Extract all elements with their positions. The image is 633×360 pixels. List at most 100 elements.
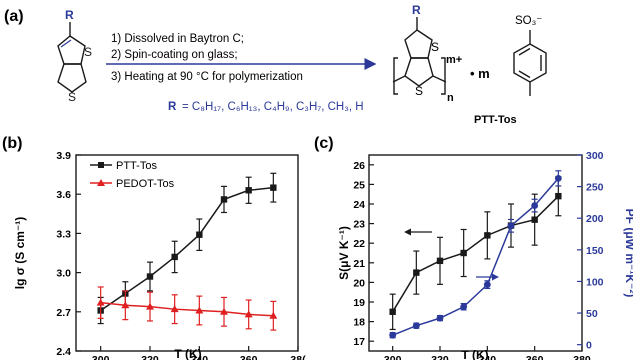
tosylate-double-bond-1 [518, 47, 531, 56]
chart-c-seebeck-point [389, 308, 396, 315]
chart-c-x-tick-label: 320 [431, 354, 449, 360]
chart-c-y-label-left: S(μV K⁻¹) [337, 226, 351, 280]
chart-c-frame [368, 154, 583, 352]
chart-b-ptt-point [196, 231, 203, 238]
polymer-right-bond [432, 75, 447, 83]
chart-b-x-tick-label: 38( [290, 354, 306, 360]
chart-c-power-factor-point [554, 174, 562, 182]
chart-b-pedot-line [100, 301, 274, 317]
chart-c-y-tick-label-right: 150 [586, 245, 604, 257]
polymer-r-label: R [412, 3, 421, 17]
monomer-r-label: R [65, 8, 74, 22]
polymer-s-atom-1: S [431, 40, 439, 54]
polymer-left-bond [392, 75, 406, 83]
step-2-text: 2) Spin-coating on glass; [111, 49, 238, 61]
chart-b-y-tick-label: 3.9 [56, 150, 71, 162]
chart-c-power-factor-point [389, 331, 397, 339]
chart-c-power-factor-point [507, 222, 515, 230]
chart-b-y-tick-label: 3.0 [56, 268, 71, 280]
chart-c-y-tick-label-right: 0 [586, 340, 592, 352]
chart-c-y-tick-label-left: 18 [353, 317, 365, 329]
chart-b-x-tick-label: 340 [191, 354, 209, 360]
chart-c-seebeck-line [392, 195, 559, 313]
monomer-s-atom-2: S [68, 90, 76, 104]
chart-c-power-factor-line [392, 177, 559, 336]
chart-b-pedot-point [170, 305, 179, 313]
polymer-structure [392, 17, 447, 95]
monomer-structure [57, 22, 87, 93]
chart-c-power-factor-point [460, 303, 468, 311]
chart-b-ptt-point [245, 187, 252, 194]
chart-b-pedot-point [146, 302, 154, 310]
r-groups-text: = C₈H₁₇, C₆H₁₃, C₄H₉, C₃H₇, CH₃, H [182, 101, 364, 113]
polymer-bracket-right [441, 57, 446, 95]
chart-c-y-tick-label-right: 50 [586, 308, 598, 320]
panel-b-label: (b) [2, 135, 22, 152]
tosylate-structure [513, 30, 547, 96]
chart-b-pedot-point [244, 310, 253, 318]
chart-b-pedot-point [96, 298, 105, 306]
chart-c-y-tick-label-left: 21 [353, 258, 365, 270]
chart-b-y-tick-label: 3.6 [56, 189, 71, 201]
chart-b-ptt-point [171, 253, 178, 261]
tosylate-double-bond-3 [518, 70, 531, 79]
polymer-repeat-label: n [447, 92, 454, 104]
chart-c-y-label-right: PF (μW m⁻¹K⁻²) [623, 209, 633, 298]
chart-c-y-tick-label-right: 100 [586, 276, 604, 288]
right-axis-arrow-head [492, 273, 499, 281]
chart-b-ptt-point [220, 196, 228, 203]
polymer-thiophene-ring-1 [404, 29, 433, 59]
chart-b-pedot-point [220, 307, 228, 315]
chart-c-x-tick-label: 380 [573, 354, 591, 360]
chart-c-power-factor-point [412, 322, 420, 330]
left-axis-arrow-head [404, 228, 411, 236]
chart-b-pedot-point [269, 311, 278, 319]
chart-c-y-tick-label-right: 300 [586, 150, 604, 162]
counterion-label: SO₃⁻ [515, 15, 542, 27]
chart-c-x-tick-label: 300 [384, 354, 402, 360]
chart-c-y-tick-label-left: 26 [353, 160, 365, 172]
monomer-s-atom-1: S [84, 45, 92, 59]
chart-c-x-label: T (K) [461, 348, 488, 360]
chart-b-x-tick-label: 300 [92, 354, 110, 360]
polymer-charge-label: m+ [446, 54, 462, 66]
chart-c-seebeck-point [484, 232, 491, 239]
chart-c-series [389, 170, 562, 339]
chart-b-legend: PTT-Tos PEDOT-Tos [90, 160, 175, 190]
polymer-s-atom-2: S [415, 84, 423, 98]
step-3-text: 3) Heating at 90 °C for polymerization [111, 71, 303, 83]
dot-m-label: • m [470, 66, 490, 81]
chart-c-y-tick-label-left: 22 [353, 238, 365, 250]
chart-c-seebeck-point [436, 257, 444, 265]
chart-b-y-tick-label: 2.4 [56, 346, 71, 358]
legend-marker-ptt [98, 162, 104, 168]
chart-c-seebeck-point [531, 216, 538, 223]
chart-b-x-label: T (K) [174, 347, 201, 360]
chart-b-y-tick-label: 2.7 [56, 307, 71, 319]
chart-b-frame [75, 154, 299, 352]
chart-c-power-factor-point [483, 281, 491, 289]
chart-b-series [96, 172, 278, 331]
chart-c-power-factor-point [436, 314, 444, 322]
polymer-thiophene-ring-2 [404, 57, 434, 87]
product-name: PTT-Tos [474, 114, 517, 126]
panel-a: (a) R S S 1) Dissolved in Baytron C; 2) … [4, 3, 547, 126]
chart-b-ptt-point [270, 184, 277, 191]
monomer-thiophene-ring-1 [57, 35, 86, 65]
r-groups-prefix: R [168, 101, 177, 113]
chart-c-x-tick-label: 360 [526, 354, 544, 360]
legend-label-pedot: PEDOT-Tos [116, 178, 175, 190]
chart-c-y-tick-label-right: 250 [586, 182, 604, 194]
chart-c-y-tick-label-left: 19 [353, 297, 365, 309]
chart-b-x-tick-label: 320 [141, 354, 159, 360]
chart-b-y-axis: 2.42.73.03.33.63.9 [56, 150, 81, 358]
chart-c-y-tick-label-left: 20 [353, 277, 365, 289]
chart-c-y-tick-label-left: 24 [353, 199, 365, 211]
legend-label-ptt: PTT-Tos [116, 160, 157, 172]
